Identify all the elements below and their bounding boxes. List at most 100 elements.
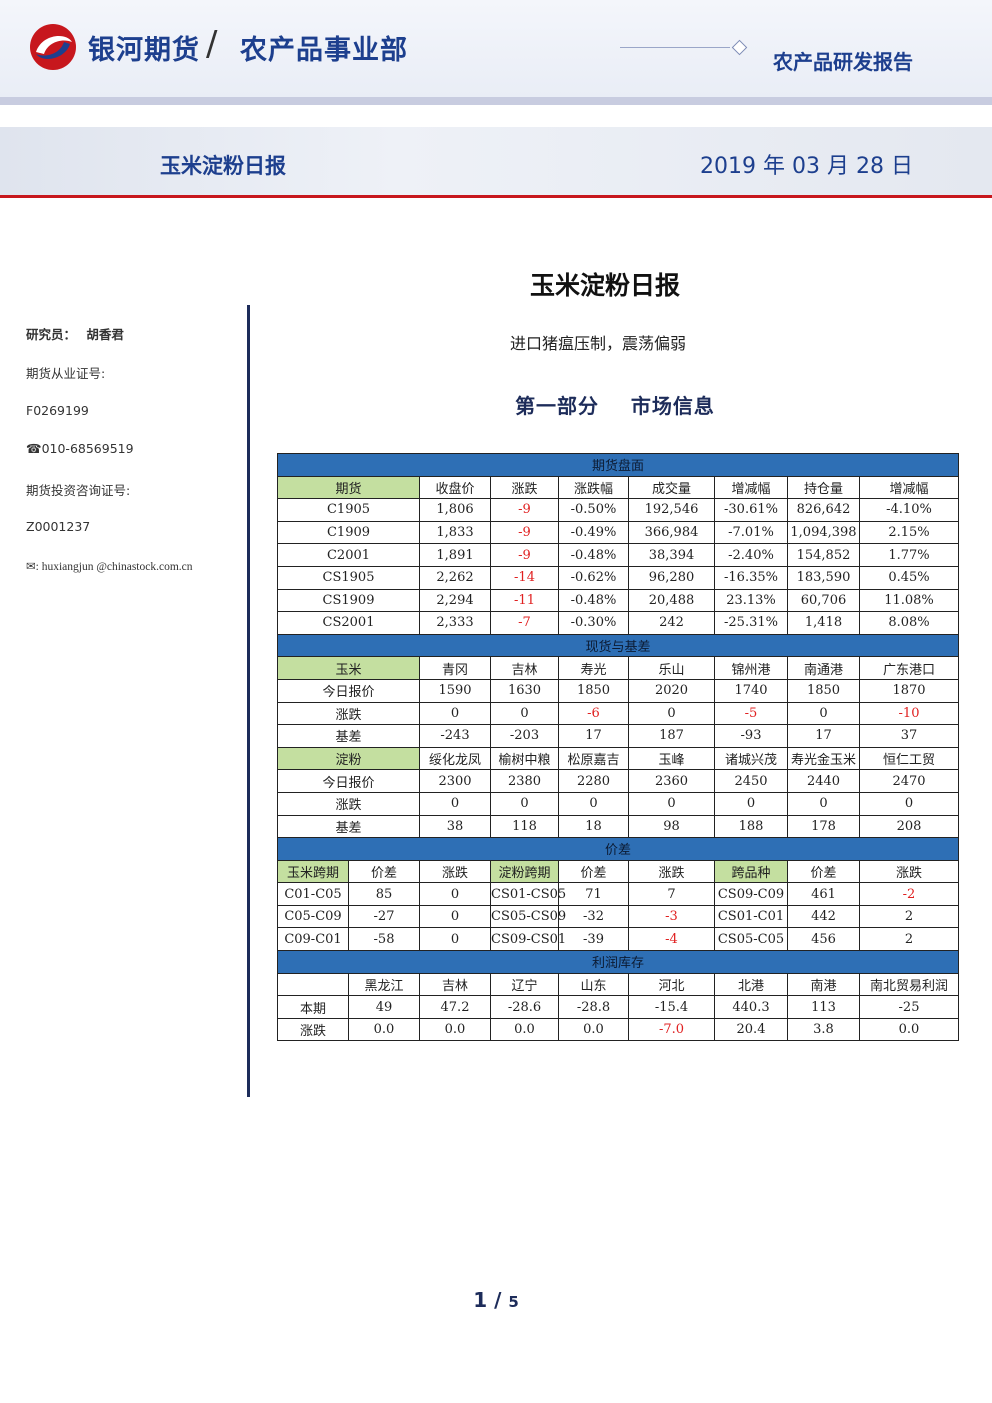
table-cell: 山东 [558, 972, 629, 997]
table-cell: -9 [490, 520, 559, 545]
table-cell: 1,418 [787, 611, 860, 635]
table-cell: -14 [490, 565, 559, 590]
table-cell: 0.0 [348, 1017, 420, 1042]
table-cell: 跨品种 [714, 859, 788, 884]
table-cell: -5 [714, 701, 788, 726]
table-cell: 38 [419, 814, 491, 839]
table-cell: 0 [419, 904, 491, 929]
table-cell: -0.30% [558, 611, 629, 635]
table-cell: 154,852 [787, 543, 860, 567]
table-cell: 366,984 [628, 520, 715, 545]
row-label-cell: C1909 [277, 520, 420, 545]
brand-separator: / [206, 24, 218, 64]
table-cell: -32 [558, 904, 629, 929]
table-cell: 826,642 [787, 498, 860, 522]
table-cell: 0 [787, 701, 860, 726]
table-cell: CS01-C01 [714, 904, 788, 929]
table-cell: -243 [419, 724, 491, 748]
consult-label: 期货投资咨询证号: [26, 483, 131, 498]
table-cell: -10 [859, 701, 959, 726]
table-cell: 0.0 [490, 1017, 559, 1042]
table-cell: -9 [490, 543, 559, 567]
futures-section-header: 期货盘面 [277, 453, 959, 477]
table-cell: 1,094,398 [787, 520, 860, 545]
table-cell: 涨跌 [490, 475, 559, 500]
email-line: ✉: huxiangjun @chinastock.com.cn [26, 561, 193, 573]
table-cell: 242 [628, 611, 715, 635]
table-cell: 8.08% [859, 611, 959, 635]
table-cell: 187 [628, 724, 715, 748]
table-cell: 0 [490, 701, 559, 726]
table-cell: 3.8 [787, 1017, 860, 1042]
table-cell: 吉林 [490, 656, 559, 680]
table-cell: -2.40% [714, 543, 788, 567]
table-cell: 37 [859, 724, 959, 748]
report-name: 玉米淀粉日报 [160, 154, 286, 178]
table-cell: 2450 [714, 769, 788, 793]
table-cell: 增减幅 [714, 475, 788, 500]
section-header-cell: 利润库存 [277, 950, 959, 974]
table-cell: 成交量 [628, 475, 715, 500]
row-label-cell: CS1909 [277, 588, 420, 613]
section-header-cell: 价差 [277, 837, 959, 861]
table-cell: CS01-CS05 [490, 882, 566, 906]
table-cell: 0 [628, 701, 715, 726]
table-cell: 2.15% [859, 520, 959, 545]
main-title: 玉米淀粉日报 [529, 271, 680, 300]
table-cell: 1630 [490, 678, 559, 703]
table-cell: 0.0 [419, 1017, 491, 1042]
decorative-line [620, 47, 730, 48]
table-cell: 0 [714, 791, 788, 816]
report-type: 农产品研发报告 [773, 50, 913, 74]
table-cell: 黑龙江 [348, 972, 420, 997]
table-cell: -0.48% [558, 588, 629, 613]
table-cell: -28.6 [490, 995, 559, 1019]
row-label-cell: 玉米 [277, 656, 420, 680]
table-cell: 0.0 [859, 1017, 959, 1042]
table-cell: -15.4 [628, 995, 715, 1019]
table-cell: 河北 [628, 972, 715, 997]
table-cell: 0 [628, 791, 715, 816]
row-label-cell: 涨跌 [277, 701, 420, 726]
row-label-cell: CS1905 [277, 565, 420, 590]
table-cell: 0.0 [558, 1017, 629, 1042]
researcher-name: 胡香君 [86, 327, 124, 342]
table-cell: 收盘价 [419, 475, 491, 500]
table-cell [277, 972, 349, 997]
table-cell: 青冈 [419, 656, 491, 680]
table-cell: 绥化龙凤 [419, 746, 491, 771]
table-cell: -30.61% [714, 498, 788, 522]
table-cell: 96,280 [628, 565, 715, 590]
table-cell: 1590 [419, 678, 491, 703]
table-cell: 2 [859, 904, 959, 929]
email-link[interactable]: huxiangjun @chinastock.com.cn [41, 561, 193, 573]
section-title: 第一部分 市场信息 [515, 394, 715, 418]
table-cell: 2020 [628, 678, 715, 703]
table-cell: 20,488 [628, 588, 715, 613]
table-cell: -4 [628, 927, 715, 952]
row-label-cell: C2001 [277, 543, 420, 567]
table-cell: 南北贸易利润 [859, 972, 959, 997]
table-cell: -203 [490, 724, 559, 748]
table-cell: 价差 [787, 859, 860, 884]
table-cell: 7 [628, 882, 715, 906]
table-cell: 47.2 [419, 995, 491, 1019]
table-cell: 涨跌 [277, 1017, 349, 1042]
row-label-cell: 今日报价 [277, 769, 420, 793]
table-cell: 2280 [558, 769, 629, 793]
table-cell: -9 [490, 498, 559, 522]
table-cell: 1,806 [419, 498, 491, 522]
table-cell: -28.8 [558, 995, 629, 1019]
row-label-cell: 今日报价 [277, 678, 420, 703]
table-cell: 淀粉跨期 [490, 859, 559, 884]
table-cell: 1850 [558, 678, 629, 703]
table-cell: CS05-C05 [714, 927, 788, 952]
table-cell: 2440 [787, 769, 860, 793]
